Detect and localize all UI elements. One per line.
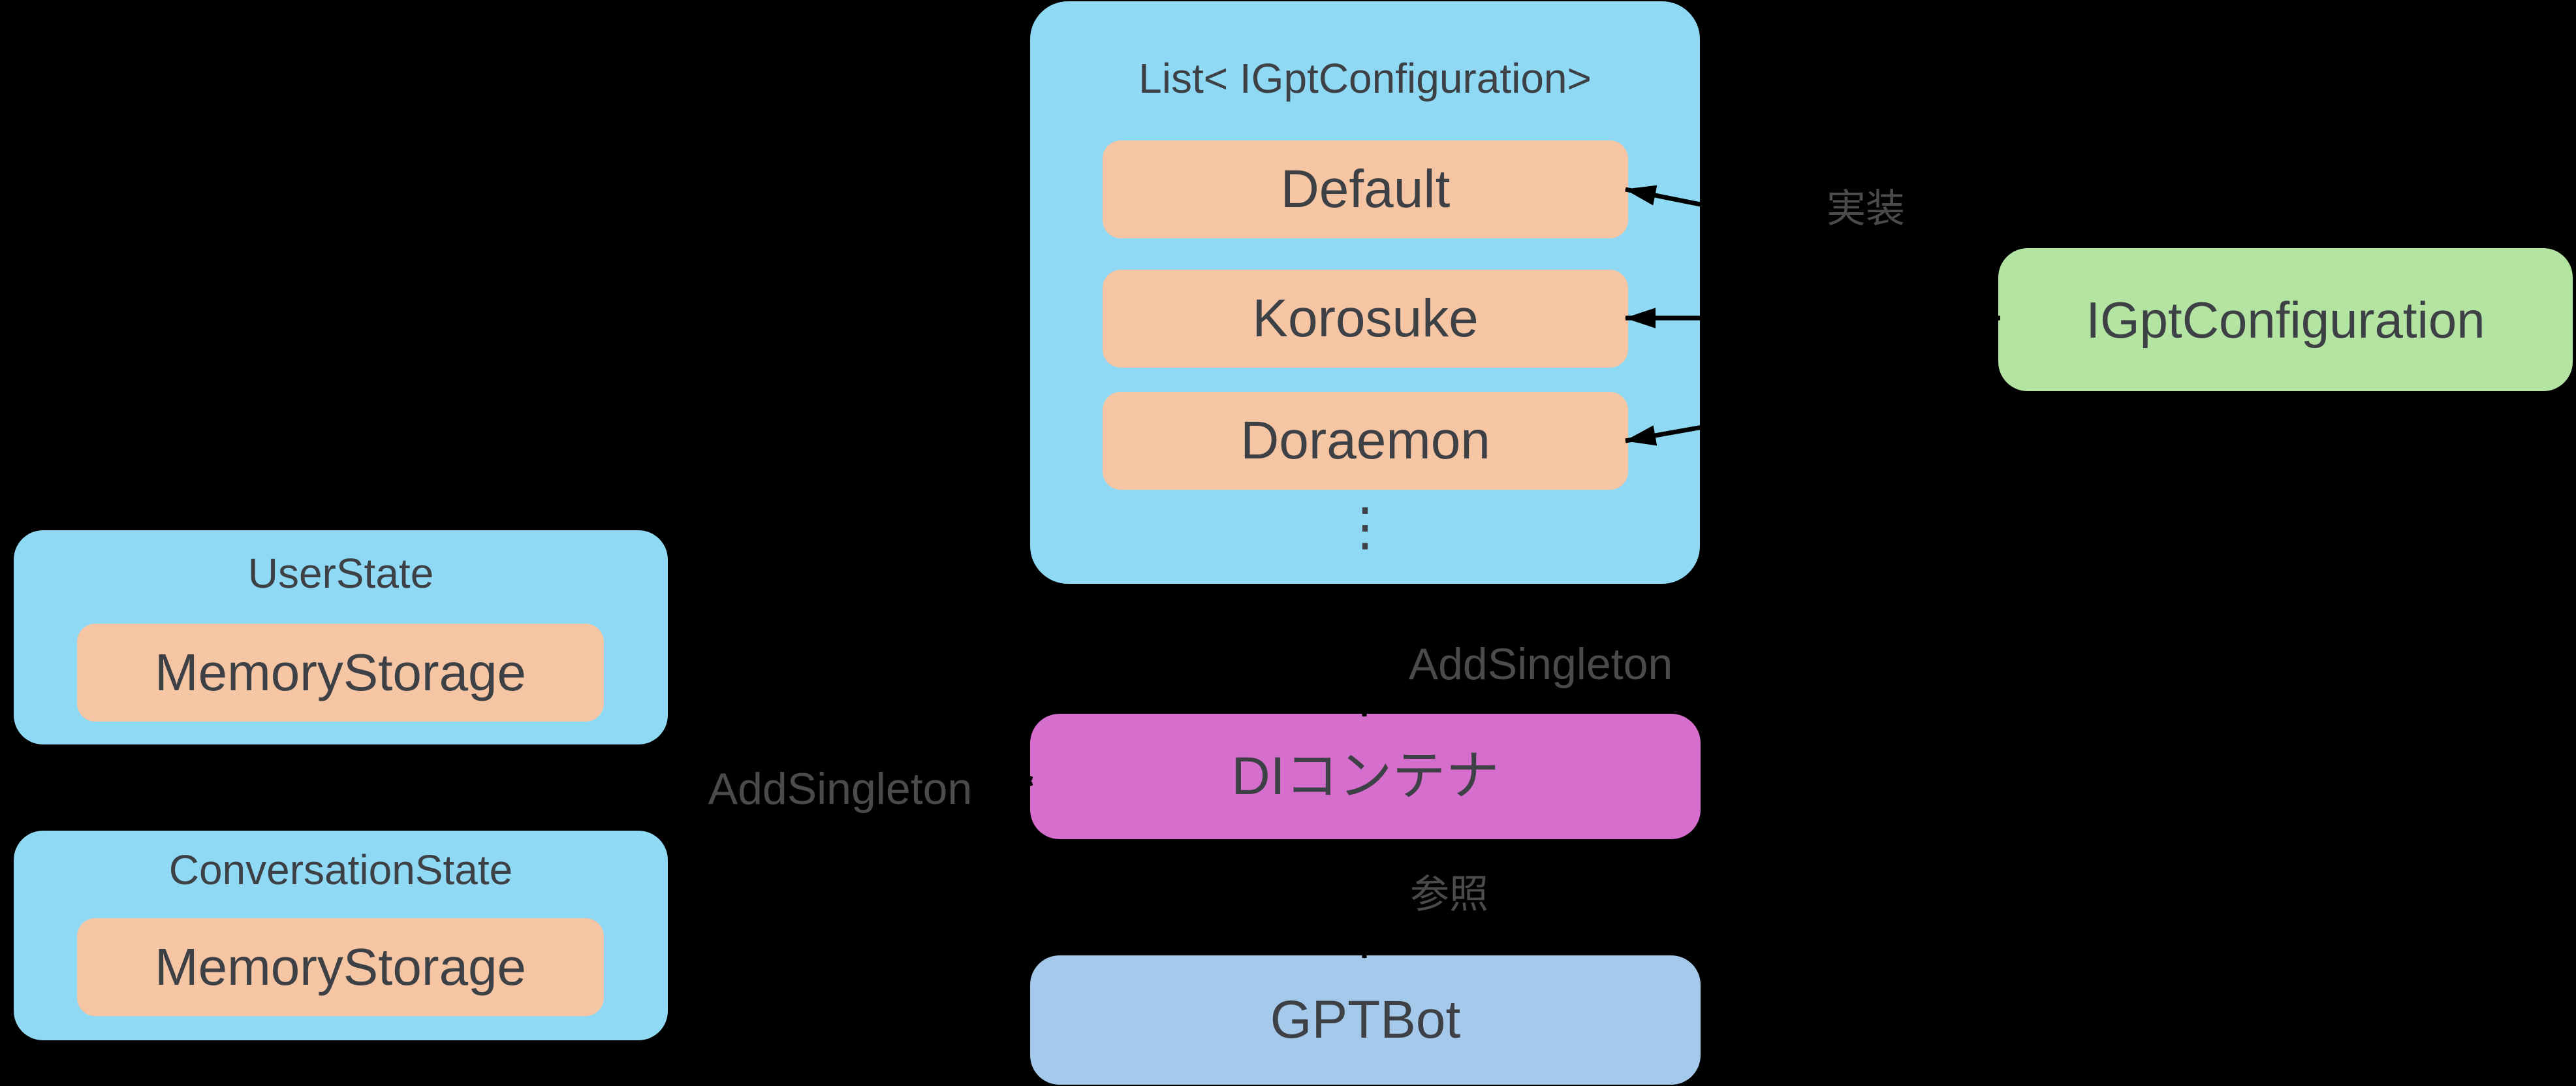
user-state-memory-storage-label: MemoryStorage xyxy=(154,643,527,701)
igptconfiguration-interface-box: IGptConfiguration xyxy=(1998,248,2573,391)
user-state-memory-storage: MemoryStorage xyxy=(77,624,604,722)
user-state-title: UserState xyxy=(247,550,434,597)
config-item-doraemon: Doraemon xyxy=(1103,392,1628,490)
config-item-default: Default xyxy=(1103,140,1628,238)
gptbot-box: GPTBot xyxy=(1030,955,1701,1085)
conversation-state-box: ConversationState MemoryStorage xyxy=(14,831,668,1040)
conversation-state-memory-storage: MemoryStorage xyxy=(77,918,604,1016)
gptbot-label: GPTBot xyxy=(1270,990,1461,1049)
reference-label: 参照 xyxy=(1410,872,1488,916)
implements-label: 実装 xyxy=(1827,187,1905,231)
list-container-title: List< IGptConfiguration> xyxy=(1139,55,1592,102)
config-item-default-label: Default xyxy=(1280,159,1451,219)
config-item-doraemon-label: Doraemon xyxy=(1240,411,1490,470)
config-item-korosuke: Korosuke xyxy=(1103,270,1628,368)
config-item-korosuke-label: Korosuke xyxy=(1252,289,1479,348)
more-items-ellipsis-icon: ⋮ xyxy=(1339,496,1391,557)
add-singleton-arrow-userstate-to-di xyxy=(671,635,1033,782)
di-container-label: DIコンテナ xyxy=(1231,746,1500,806)
user-state-box: UserState MemoryStorage xyxy=(14,530,668,744)
di-container-box: DIコンテナ xyxy=(1030,714,1701,839)
igptconfiguration-label: IGptConfiguration xyxy=(2086,291,2485,349)
add-singleton-label-left: AddSingleton xyxy=(708,764,973,814)
add-singleton-label-center: AddSingleton xyxy=(1408,639,1673,689)
conversation-state-memory-storage-label: MemoryStorage xyxy=(154,938,527,996)
list-configuration-container: List< IGptConfiguration> Default Korosuk… xyxy=(1030,1,1700,584)
conversation-state-title: ConversationState xyxy=(168,846,513,893)
